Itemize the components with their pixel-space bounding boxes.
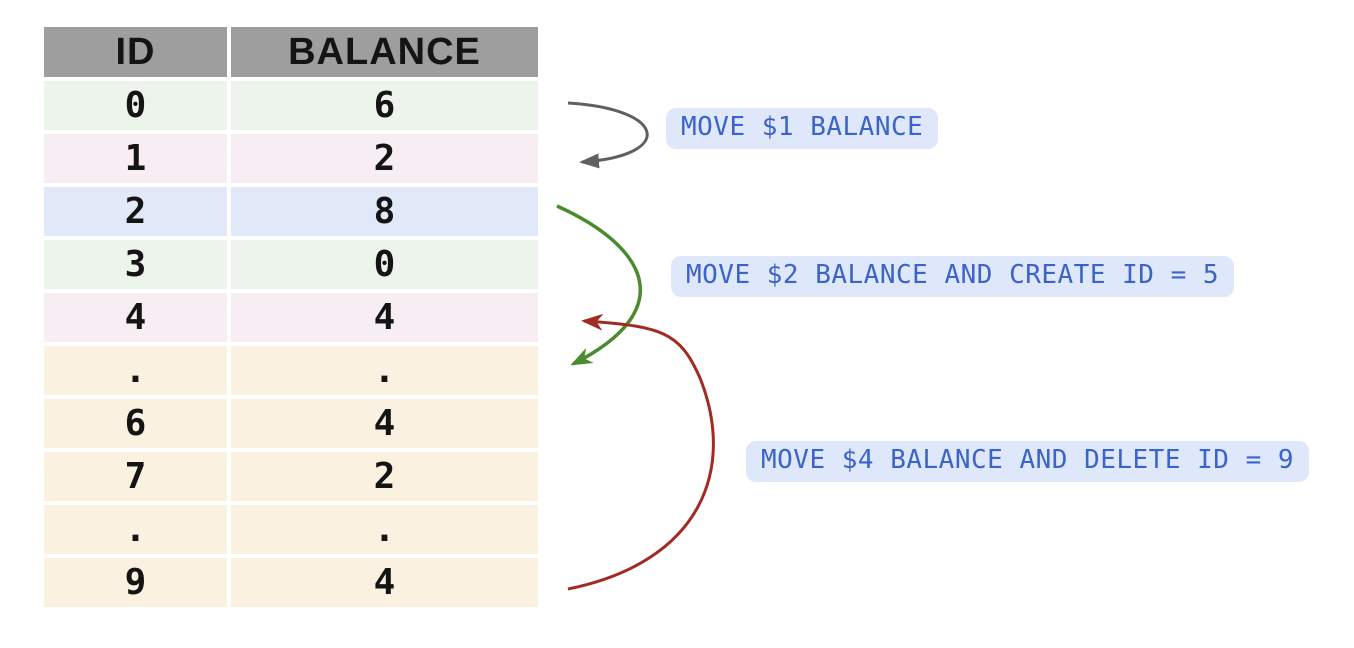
id-cell: 1 bbox=[44, 134, 227, 183]
id-cell: 4 bbox=[44, 293, 227, 342]
move-1-label: MOVE $1 BALANCE bbox=[666, 108, 939, 149]
table-header: ID BALANCE bbox=[44, 27, 538, 77]
balance-cell: . bbox=[231, 346, 538, 395]
table-row: .. bbox=[44, 505, 538, 554]
id-cell: . bbox=[44, 346, 227, 395]
table-header-balance: BALANCE bbox=[231, 27, 538, 77]
id-cell: 6 bbox=[44, 399, 227, 448]
balance-cell: 2 bbox=[231, 134, 538, 183]
balance-cell: 2 bbox=[231, 452, 538, 501]
move-2-label: MOVE $2 BALANCE AND CREATE ID = 5 bbox=[671, 256, 1235, 297]
id-cell: 2 bbox=[44, 187, 227, 236]
balance-cell: 0 bbox=[231, 240, 538, 289]
id-cell: . bbox=[44, 505, 227, 554]
balance-cell: 4 bbox=[231, 558, 538, 607]
balance-cell: 4 bbox=[231, 293, 538, 342]
balance-cell: 6 bbox=[231, 81, 538, 130]
id-cell: 7 bbox=[44, 452, 227, 501]
table-header-id: ID bbox=[44, 27, 227, 77]
move-2-arrow bbox=[556, 204, 643, 366]
balance-cell: 8 bbox=[231, 187, 538, 236]
id-cell: 3 bbox=[44, 240, 227, 289]
table-header-row: ID BALANCE bbox=[44, 27, 538, 77]
balance-cell: 4 bbox=[231, 399, 538, 448]
balance-cell: . bbox=[231, 505, 538, 554]
id-cell: 9 bbox=[44, 558, 227, 607]
move-1-arrow bbox=[567, 101, 649, 169]
id-cell: 0 bbox=[44, 81, 227, 130]
move-3-arrow bbox=[567, 313, 715, 591]
table-row: .. bbox=[44, 346, 538, 395]
move-3-label: MOVE $4 BALANCE AND DELETE ID = 9 bbox=[746, 441, 1310, 482]
